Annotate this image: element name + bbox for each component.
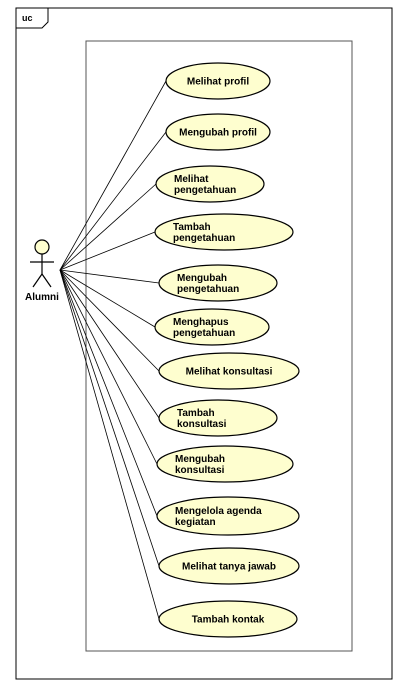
use-case-label: Mengubah profil xyxy=(179,128,257,139)
use-case-label: pengetahuan xyxy=(173,328,235,339)
use-case-label: konsultasi xyxy=(177,419,227,430)
use-case-ellipse xyxy=(165,113,271,151)
use-case-ellipse xyxy=(155,165,265,203)
actor-left-leg xyxy=(32,273,43,288)
use-case-ellipse xyxy=(158,352,300,390)
use-case-label: pengetahuan xyxy=(177,284,239,295)
association-line-uc3 xyxy=(59,183,157,271)
actor-head xyxy=(34,239,50,255)
use-case-label: Melihat konsultasi xyxy=(186,367,273,378)
association-line-uc5 xyxy=(59,269,160,284)
use-case-label: pengetahuan xyxy=(173,233,235,244)
use-case-uc12[interactable]: Tambah kontak xyxy=(158,600,298,638)
association-line-uc10 xyxy=(59,269,158,517)
use-case-uc1[interactable]: Melihat profil xyxy=(165,62,271,100)
use-case-ellipse xyxy=(158,547,300,585)
use-case-ellipse xyxy=(154,308,270,346)
frame-border xyxy=(15,7,393,680)
use-case-ellipse xyxy=(158,264,278,302)
use-case-label: Tambah kontak xyxy=(192,615,265,626)
use-case-label: Melihat tanya jawab xyxy=(182,562,276,573)
use-case-label: Tambah xyxy=(173,222,211,233)
associations xyxy=(59,80,167,620)
system-boundary xyxy=(85,40,353,652)
association-line-uc6 xyxy=(59,269,156,328)
uml-frame: uc xyxy=(15,7,393,680)
use-case-label: Melihat xyxy=(174,174,209,185)
use-case-ellipse xyxy=(154,213,294,251)
use-case-label: pengetahuan xyxy=(174,185,236,196)
use-case-label: Melihat profil xyxy=(187,77,249,88)
actor-name: Alumni xyxy=(25,292,59,303)
use-case-label: Tambah xyxy=(177,408,215,419)
actor-alumni[interactable]: Alumni xyxy=(25,239,59,303)
use-case-ellipse xyxy=(158,600,298,638)
association-line-uc8 xyxy=(59,269,160,419)
association-line-uc4 xyxy=(59,231,156,271)
use-case-label: kegiatan xyxy=(175,517,216,528)
actor-right-leg xyxy=(41,273,52,288)
use-case-label: konsultasi xyxy=(175,465,225,476)
use-case-label: Mengubah xyxy=(177,273,227,284)
association-line-uc1 xyxy=(59,80,167,271)
association-line-uc12 xyxy=(59,269,160,620)
use-case-label: Menghapus xyxy=(173,317,229,328)
association-line-uc11 xyxy=(59,269,160,567)
use-case-uc7[interactable]: Melihat konsultasi xyxy=(158,352,300,390)
use-case-ellipse xyxy=(158,399,278,437)
association-line-uc2 xyxy=(59,131,167,271)
use-case-uc11[interactable]: Melihat tanya jawab xyxy=(158,547,300,585)
use-case-ellipse xyxy=(165,62,271,100)
use-case-label: Mengubah xyxy=(175,454,225,465)
association-line-uc9 xyxy=(59,269,158,465)
association-line-uc7 xyxy=(59,269,160,372)
frame-tag-box xyxy=(15,7,49,29)
use-case-ellipse xyxy=(156,445,294,483)
frame-tag-label: uc xyxy=(22,13,33,23)
use-case-ellipse xyxy=(156,496,300,536)
use-case-uc2[interactable]: Mengubah profil xyxy=(165,113,271,151)
use-case-label: Mengelola agenda xyxy=(175,506,262,517)
